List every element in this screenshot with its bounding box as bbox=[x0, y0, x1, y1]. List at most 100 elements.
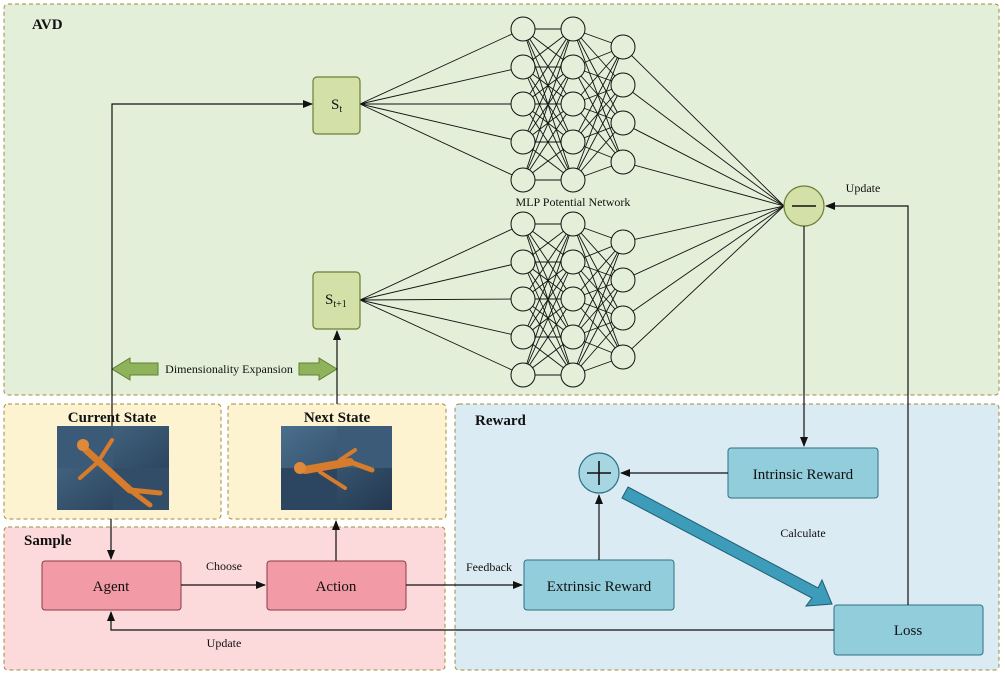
network-edge bbox=[359, 261, 524, 301]
intrinsic-reward-label: Intrinsic Reward bbox=[753, 467, 854, 483]
network-edge bbox=[359, 299, 524, 376]
network-edge bbox=[572, 46, 624, 181]
network-edge bbox=[359, 299, 524, 338]
sum-node bbox=[578, 452, 620, 494]
neuron-top-l2-1 bbox=[560, 16, 586, 42]
network-edge bbox=[572, 279, 624, 376]
difference-node bbox=[783, 185, 825, 227]
expansion-left-arrow bbox=[111, 357, 159, 381]
calculate-label: Calculate bbox=[780, 526, 825, 540]
neuron-bottom-l2-4 bbox=[560, 324, 586, 350]
neuron-top-l2-3 bbox=[560, 91, 586, 117]
next-state-title: Next State bbox=[304, 410, 371, 426]
network-edge bbox=[522, 298, 574, 376]
network-edge bbox=[359, 223, 524, 301]
network-edge bbox=[622, 161, 785, 207]
network-edge bbox=[622, 205, 785, 243]
network-edge bbox=[622, 205, 785, 281]
agent-label: Agent bbox=[93, 579, 130, 595]
network-edge bbox=[572, 46, 624, 143]
neuron-top-l2-2 bbox=[560, 54, 586, 80]
network-neurons bbox=[510, 16, 636, 388]
network-edge bbox=[359, 103, 524, 181]
neuron-top-l1-4 bbox=[510, 129, 536, 155]
neuron-top-l1-3 bbox=[510, 91, 536, 117]
reward-title: Reward bbox=[475, 413, 526, 429]
neuron-top-l2-4 bbox=[560, 129, 586, 155]
neuron-bottom-l1-3 bbox=[510, 286, 536, 312]
neuron-bottom-l2-5 bbox=[560, 362, 586, 388]
network-edge bbox=[572, 241, 624, 300]
network-edge bbox=[622, 205, 785, 358]
sample-title: Sample bbox=[24, 533, 72, 549]
network-edge bbox=[572, 84, 624, 181]
neuron-top-l3-3 bbox=[610, 110, 636, 136]
action-label: Action bbox=[316, 579, 357, 595]
neuron-top-l1-2 bbox=[510, 54, 536, 80]
loss-label: Loss bbox=[894, 623, 923, 639]
dimensionality-label: Dimensionality Expansion bbox=[165, 362, 293, 376]
neuron-top-l3-1 bbox=[610, 34, 636, 60]
neuron-bottom-l3-3 bbox=[610, 305, 636, 331]
network-edge bbox=[359, 103, 524, 143]
neuron-bottom-l2-3 bbox=[560, 286, 586, 312]
neuron-bottom-l2-1 bbox=[560, 211, 586, 237]
neuron-top-l3-4 bbox=[610, 149, 636, 175]
next-state-image bbox=[281, 426, 392, 510]
avd-panel bbox=[3, 3, 1000, 396]
network-edge bbox=[522, 223, 574, 300]
expansion-right-arrow bbox=[298, 357, 338, 381]
neuron-bottom-l3-2 bbox=[610, 267, 636, 293]
state-node-st1-sub: t+1 bbox=[333, 299, 346, 310]
network-edge bbox=[522, 261, 574, 376]
arrow-current-to-st bbox=[111, 100, 313, 426]
network-label: MLP Potential Network bbox=[516, 195, 631, 209]
network-edge bbox=[622, 122, 785, 207]
state-node-st1: St+1 bbox=[312, 271, 361, 330]
network-edge bbox=[622, 205, 785, 319]
choose-label: Choose bbox=[206, 559, 242, 573]
update-top-label: Update bbox=[846, 181, 881, 195]
svg-text:St+1: St+1 bbox=[325, 292, 347, 310]
svg-text:St: St bbox=[331, 97, 342, 115]
network-edge bbox=[522, 28, 574, 181]
network-edge bbox=[572, 241, 624, 376]
neuron-top-l1-1 bbox=[510, 16, 536, 42]
neuron-top-l1-5 bbox=[510, 167, 536, 193]
network-edge bbox=[522, 103, 574, 181]
extrinsic-reward-label: Extrinsic Reward bbox=[547, 579, 652, 595]
neuron-bottom-l1-1 bbox=[510, 211, 536, 237]
network-edge bbox=[522, 28, 574, 143]
network-edge bbox=[522, 223, 574, 338]
network-edge bbox=[622, 84, 785, 207]
current-state-image bbox=[57, 426, 169, 510]
network-edge bbox=[359, 298, 524, 301]
network-edge bbox=[622, 46, 785, 207]
network-edge bbox=[522, 28, 574, 105]
arrow-loss-to-network bbox=[825, 202, 909, 605]
network-edge bbox=[572, 241, 624, 338]
state-node-st: St bbox=[312, 76, 361, 135]
neuron-top-l2-5 bbox=[560, 167, 586, 193]
network-edge bbox=[522, 66, 574, 181]
calculate-arrow bbox=[621, 486, 833, 607]
arrow-loss-to-agent bbox=[107, 611, 834, 631]
network-edge bbox=[522, 223, 574, 376]
network-edge bbox=[572, 317, 624, 376]
network-edge bbox=[572, 46, 624, 105]
state-node-st-sub: t bbox=[339, 104, 342, 115]
neuron-bottom-l1-2 bbox=[510, 249, 536, 275]
neuron-bottom-l2-2 bbox=[560, 249, 586, 275]
state-node-st1-main: S bbox=[325, 292, 333, 308]
network-edge bbox=[359, 28, 524, 105]
neuron-bottom-l3-1 bbox=[610, 229, 636, 255]
network-edge bbox=[572, 122, 624, 181]
neuron-top-l3-2 bbox=[610, 72, 636, 98]
avd-title: AVD bbox=[32, 17, 63, 33]
neuron-bottom-l1-4 bbox=[510, 324, 536, 350]
update-bottom-label: Update bbox=[207, 636, 242, 650]
neuron-bottom-l3-4 bbox=[610, 344, 636, 370]
state-node-st-main: S bbox=[331, 97, 339, 113]
neuron-bottom-l1-5 bbox=[510, 362, 536, 388]
